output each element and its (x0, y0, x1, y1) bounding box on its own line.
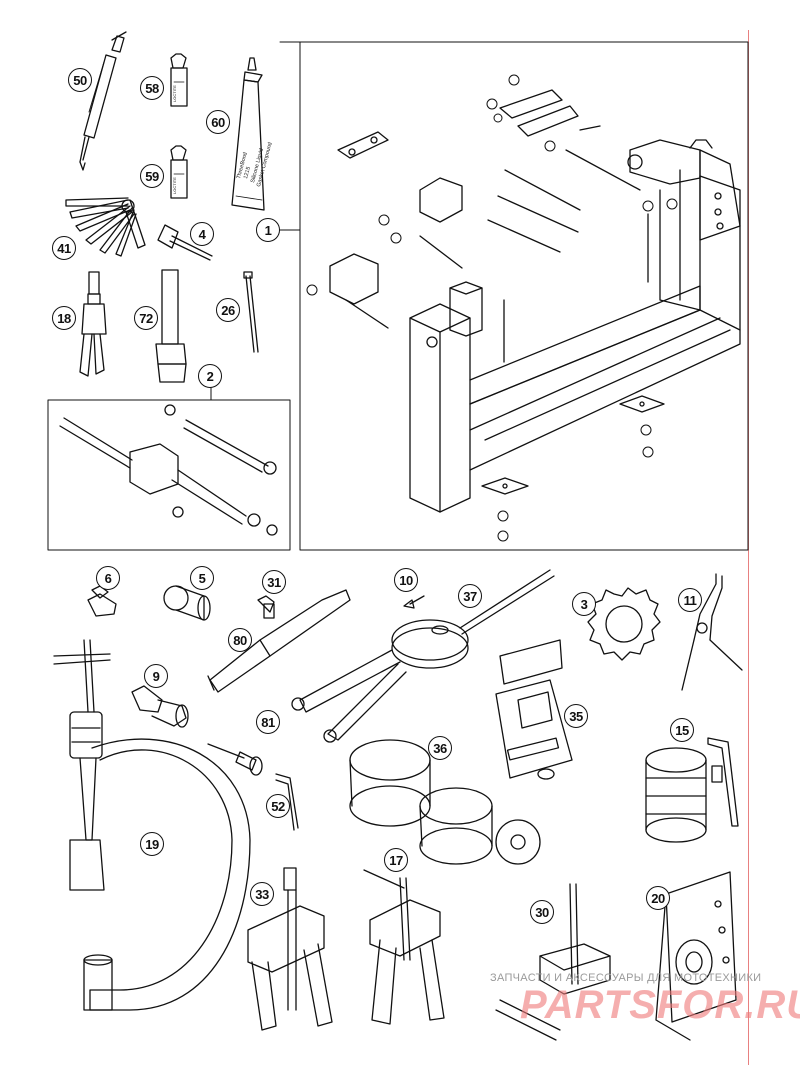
callout-5: 5 (190, 566, 214, 590)
callout-30: 30 (530, 900, 554, 924)
flywheel-puller (291, 569, 555, 743)
pin-tool (243, 271, 259, 353)
threadlock-vial-59 (170, 145, 188, 199)
callout-2: 2 (198, 364, 222, 388)
piston-ring-compressor (645, 737, 739, 843)
callout-81: 81 (256, 710, 280, 734)
callout-33: 33 (250, 882, 274, 906)
special-socket (155, 269, 187, 383)
callout-15: 15 (670, 718, 694, 742)
watermark-logo: PARTSFOR.RU (520, 983, 800, 1027)
group-box-2 (47, 399, 291, 551)
callout-3: 3 (572, 592, 596, 616)
valve-tool-81 (207, 743, 263, 776)
callout-9: 9 (144, 664, 168, 688)
callout-59: 59 (140, 164, 164, 188)
sealant-tube (231, 57, 265, 211)
callout-72: 72 (134, 306, 158, 330)
hex-key-52 (275, 773, 299, 831)
syringe-grease-gun (79, 31, 127, 171)
callout-60: 60 (206, 110, 230, 134)
frame-nuts (306, 74, 678, 542)
callout-10: 10 (394, 568, 418, 592)
vial-label-58: LOCTITE (172, 85, 177, 102)
callout-4: 4 (190, 222, 214, 246)
frame-brackets (329, 89, 649, 363)
bearing-puller-17 (363, 869, 445, 1025)
sleeve-5 (163, 585, 211, 621)
gear-plate (587, 587, 661, 661)
callout-6: 6 (96, 566, 120, 590)
special-tool-30 (495, 883, 611, 1041)
callout-31: 31 (262, 570, 286, 594)
callout-11: 11 (678, 588, 702, 612)
threadlock-vial-58 (170, 53, 188, 107)
slide-hammer-puller (79, 271, 107, 377)
crankshaft-tool (59, 404, 278, 536)
callout-80: 80 (228, 628, 252, 652)
callout-37: 37 (458, 584, 482, 608)
valve-spring-compressor (53, 639, 251, 1011)
vial-label-59: LOCTITE (172, 177, 177, 194)
mounting-sleeves (349, 739, 541, 865)
group-box-1 (279, 41, 749, 551)
watermark-caption: ЗАПЧАСТИ И АКСЕССУАРЫ ДЛЯ МОТОТЕХНИКИ (490, 972, 762, 984)
adapter-9 (131, 685, 189, 728)
adapter-cone-6 (87, 585, 117, 617)
holding-lever (207, 589, 351, 693)
callout-50: 50 (68, 68, 92, 92)
allen-key-tool (157, 224, 213, 261)
feeler-gauge (65, 197, 146, 257)
callout-35: 35 (564, 704, 588, 728)
engine-stand-frame (409, 139, 741, 513)
callout-19: 19 (140, 832, 164, 856)
holder-plate-35 (495, 639, 573, 780)
callout-36: 36 (428, 736, 452, 760)
callout-26: 26 (216, 298, 240, 322)
circlip-pliers (681, 573, 743, 691)
callout-17: 17 (384, 848, 408, 872)
callout-20: 20 (646, 886, 670, 910)
screw-10 (403, 595, 425, 609)
bearing-puller-33 (247, 867, 333, 1031)
callout-18: 18 (52, 306, 76, 330)
callout-1: 1 (256, 218, 280, 242)
callout-58: 58 (140, 76, 164, 100)
bolt-31 (257, 595, 275, 619)
callout-41: 41 (52, 236, 76, 260)
callout-52: 52 (266, 794, 290, 818)
mounting-plate-20 (655, 871, 737, 1041)
